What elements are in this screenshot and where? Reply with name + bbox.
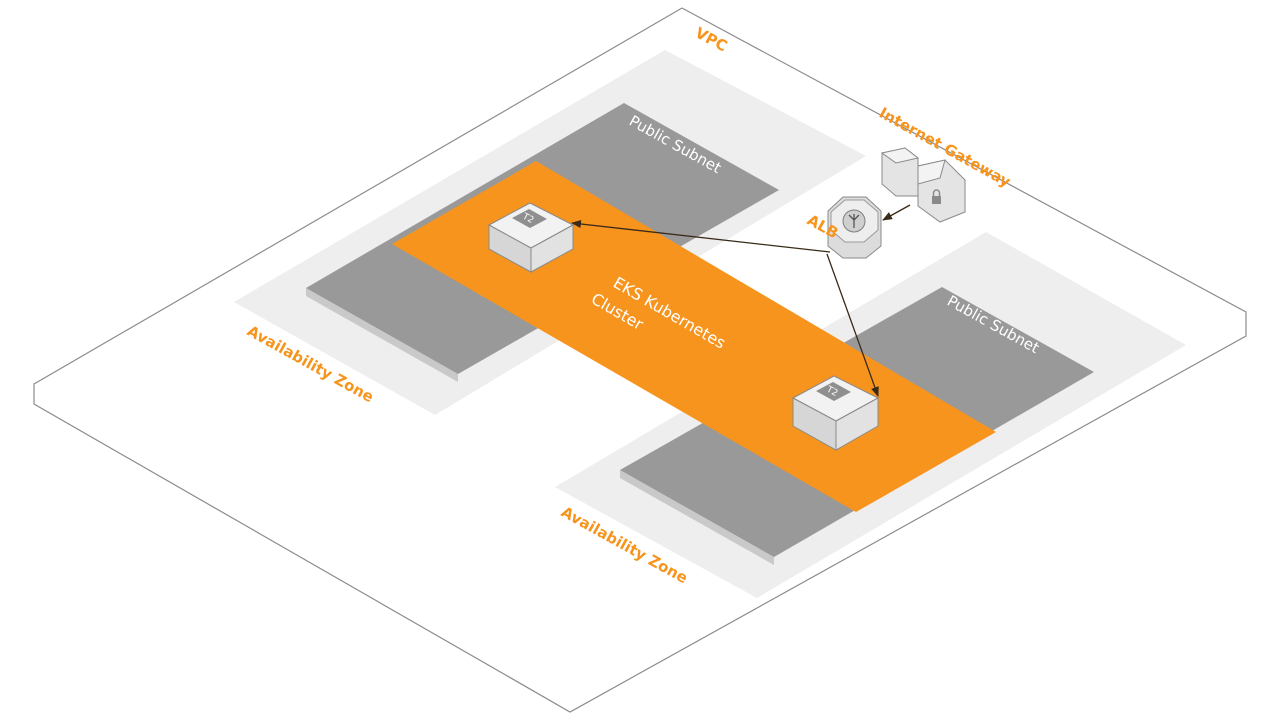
alb-to-top-instance-arrow — [571, 220, 831, 253]
ec2-instance-icon — [487, 202, 575, 273]
public-subnet-right-shadow — [620, 470, 774, 565]
internet-gateway-icon — [880, 147, 966, 223]
alb-to-bottom-instance-arrow — [826, 253, 879, 397]
gateway-to-alb-arrow — [882, 204, 911, 221]
ec2-instance-icon — [791, 375, 880, 451]
load-balancer-icon — [827, 196, 882, 259]
public-subnet-left-shadow — [306, 288, 458, 382]
